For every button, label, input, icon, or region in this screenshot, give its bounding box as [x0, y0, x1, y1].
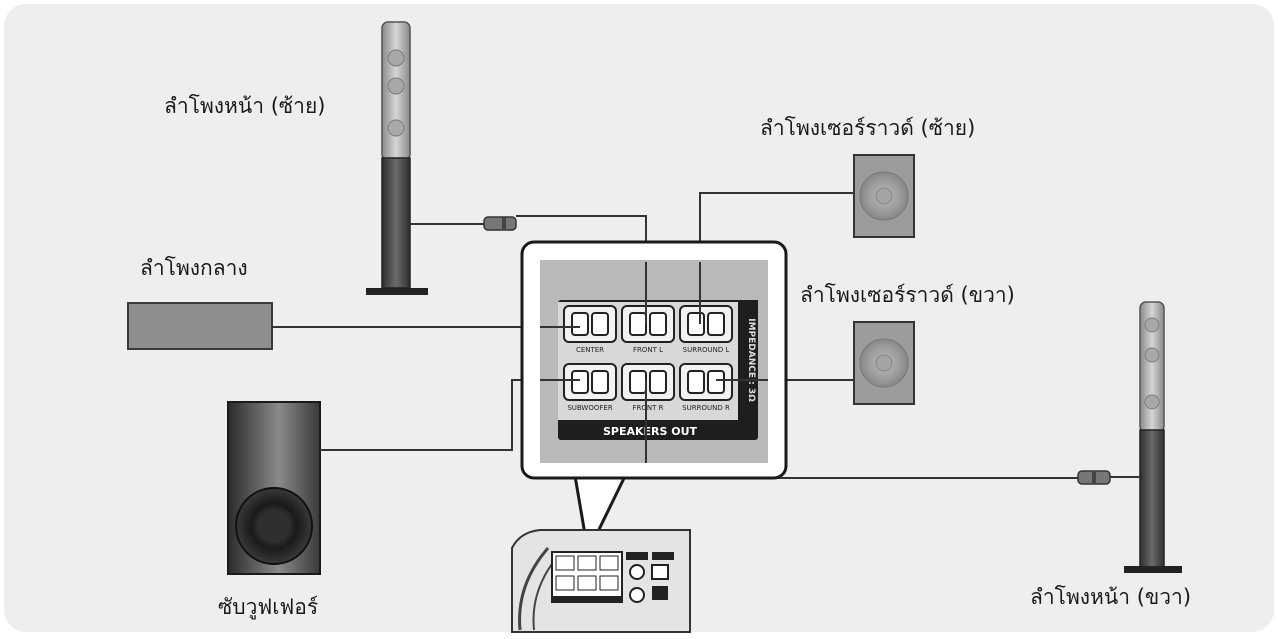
surround-left-speaker [853, 154, 915, 238]
jack-subwoofer: SUBWOOFER [563, 363, 617, 412]
svg-text:SUBWOOFER: SUBWOOFER [567, 404, 613, 412]
surround-right-speaker [853, 321, 915, 405]
front-right-connector [1077, 470, 1111, 485]
jack-front-r: FRONT R [621, 363, 675, 412]
front-right-speaker [1124, 301, 1182, 573]
svg-text:SURROUND L: SURROUND L [683, 346, 730, 354]
svg-text:SURROUND R: SURROUND R [682, 404, 730, 412]
center-speaker [127, 302, 273, 350]
label-front-right: ลำโพงหน้า (ขวา) [1030, 585, 1192, 609]
impedance-label: IMPEDANCE : 3Ω [746, 318, 756, 402]
speakers-out-title: SPEAKERS OUT [603, 425, 698, 438]
jack-center: CENTER [563, 305, 617, 354]
subwoofer-speaker [227, 401, 321, 575]
jack-surround-l: SURROUND L [679, 305, 733, 354]
front-left-connector [483, 216, 517, 231]
label-center: ลำโพงกลาง [140, 256, 248, 280]
label-surround-left: ลำโพงเซอร์ราวด์ (ซ้าย) [760, 116, 976, 140]
label-front-left: ลำโพงหน้า (ซ้าย) [164, 94, 326, 118]
jack-wire-ends [540, 262, 768, 463]
svg-text:CENTER: CENTER [576, 346, 604, 354]
svg-text:FRONT L: FRONT L [633, 346, 663, 354]
speakers-out-terminal-block: IMPEDANCE : 3Ω SPEAKERS OUT CENTER FRONT… [558, 300, 758, 440]
main-unit-rear-panel [511, 529, 691, 633]
jack-surround-r: SURROUND R [679, 363, 733, 412]
front-left-speaker [366, 21, 428, 295]
jack-front-l: FRONT L [621, 305, 675, 354]
svg-text:FRONT R: FRONT R [632, 404, 663, 412]
label-surround-right: ลำโพงเซอร์ราวด์ (ขวา) [800, 283, 1015, 307]
label-subwoofer: ซับวูฟเฟอร์ [218, 595, 319, 619]
